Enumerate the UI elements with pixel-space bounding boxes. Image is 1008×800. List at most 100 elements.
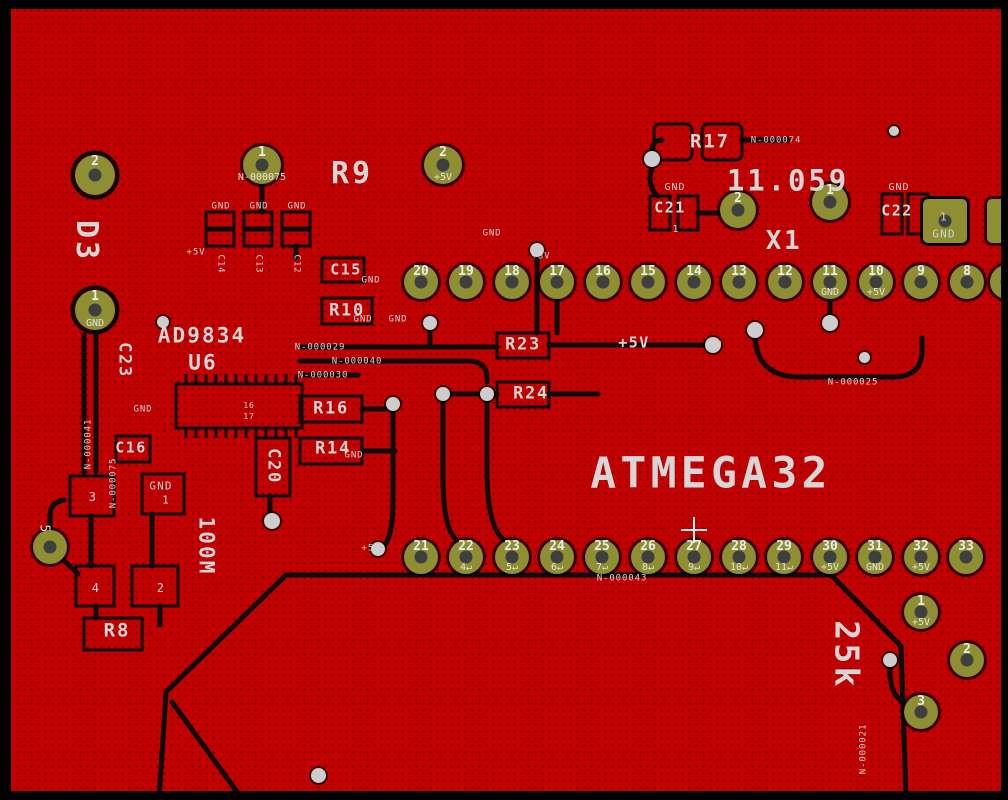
via[interactable] [883,653,897,667]
silk-text[interactable]: C14 [215,254,226,274]
silk-text[interactable]: GND [133,404,153,415]
via[interactable] [480,387,494,401]
silk-text[interactable]: R8 [103,619,131,642]
silk-text[interactable]: GND [482,228,502,239]
pad[interactable]: 13 [722,265,756,299]
pad[interactable]: 1+5V [904,595,938,629]
silk-text[interactable]: GND [344,450,364,461]
via[interactable] [747,322,763,338]
pad[interactable]: 1 [812,184,848,220]
via[interactable] [264,513,280,529]
silk-text[interactable]: C21 [654,198,686,217]
silk-text[interactable]: GND [353,314,373,325]
silk-text[interactable]: R16 [313,398,349,419]
silk-text[interactable]: N-000075 [108,457,119,509]
pad[interactable]: 32+5V [904,540,938,574]
silk-text[interactable]: 1 [162,493,170,507]
silk-text[interactable]: N-000021 [858,723,869,775]
silk-text[interactable]: 16 [243,401,255,410]
via[interactable] [423,316,437,330]
via[interactable] [371,542,385,556]
pad[interactable]: 12 [768,265,802,299]
via[interactable] [530,243,544,257]
silk-text[interactable]: C22 [881,201,913,220]
via[interactable] [644,151,660,167]
silk-text[interactable]: GND [361,275,381,286]
silk-text[interactable]: 5 [36,524,52,534]
silk-text[interactable]: +5V [531,251,551,262]
silk-text[interactable]: +5V [705,340,723,349]
silk-text[interactable]: R10 [329,300,365,321]
silk-text[interactable]: +5V [361,543,381,554]
silk-text[interactable]: GND [932,227,956,241]
silk-text[interactable]: 1 [940,210,948,224]
silk-text[interactable]: GND [249,201,269,212]
pad[interactable]: 3 [904,695,938,729]
pad[interactable] [923,199,967,243]
silk-text[interactable]: C15 [330,260,362,279]
silk-text[interactable]: ATMEGA32 [590,448,832,499]
silk-text[interactable]: N-000025 [827,377,879,388]
via[interactable] [157,316,169,328]
silk-text[interactable]: R17 [689,130,731,153]
pad[interactable]: 16 [586,265,620,299]
silk-text[interactable]: 4 [91,581,101,595]
silk-text[interactable]: R14 [315,438,351,459]
silk-text[interactable]: 17 [243,412,255,421]
pad[interactable]: 8 [950,265,984,299]
pad[interactable]: 18 [495,265,529,299]
silk-text[interactable]: C13 [253,254,264,274]
silk-text[interactable]: R24 [513,383,549,404]
silk-text[interactable]: D3 [69,219,104,263]
silk-text[interactable]: X1 [765,226,803,256]
silk-text[interactable]: 2 [156,581,166,595]
pad[interactable]: 14 [677,265,711,299]
pad[interactable]: 15 [631,265,665,299]
silk-text[interactable]: GND [211,201,231,212]
silk-text[interactable]: GND [888,182,910,193]
silk-text[interactable]: N-000041 [83,418,94,470]
silk-text[interactable]: R23 [505,334,541,355]
pad[interactable]: 2 [75,155,115,195]
silk-text[interactable]: C16 [115,438,147,457]
silk-text[interactable]: U6 [188,350,218,375]
silk-text[interactable]: C12 [291,254,302,274]
via[interactable] [705,337,721,353]
silk-text[interactable]: N-000040 [331,356,383,367]
pad[interactable]: 33 [949,540,983,574]
via[interactable] [310,767,326,783]
silk-text[interactable]: 1 [672,224,680,235]
silk-text[interactable]: GND [149,479,173,493]
pad[interactable]: 30+5V [813,540,847,574]
via[interactable] [822,315,838,331]
via[interactable] [858,351,870,363]
silk-text[interactable]: GND [388,314,408,325]
pad[interactable]: 20 [404,265,438,299]
silk-text[interactable]: +5V [186,247,206,258]
pad[interactable]: 10+5V [859,265,893,299]
silk-text[interactable]: +5V [618,333,650,352]
silk-text[interactable]: N-000030 [297,370,349,381]
silk-text[interactable]: 100M [194,516,219,576]
silk-text[interactable]: N-000029 [294,342,346,353]
pad[interactable]: 21 [404,540,438,574]
silk-text[interactable]: 11.059 [726,163,850,198]
pad[interactable]: 2 [950,643,984,677]
silk-text[interactable]: N-000043 [596,573,648,584]
silk-text[interactable]: R9 [330,156,374,191]
silk-text[interactable]: AD9834 [157,323,247,348]
pad[interactable]: 19 [449,265,483,299]
via[interactable] [889,126,899,136]
via[interactable] [436,387,450,401]
